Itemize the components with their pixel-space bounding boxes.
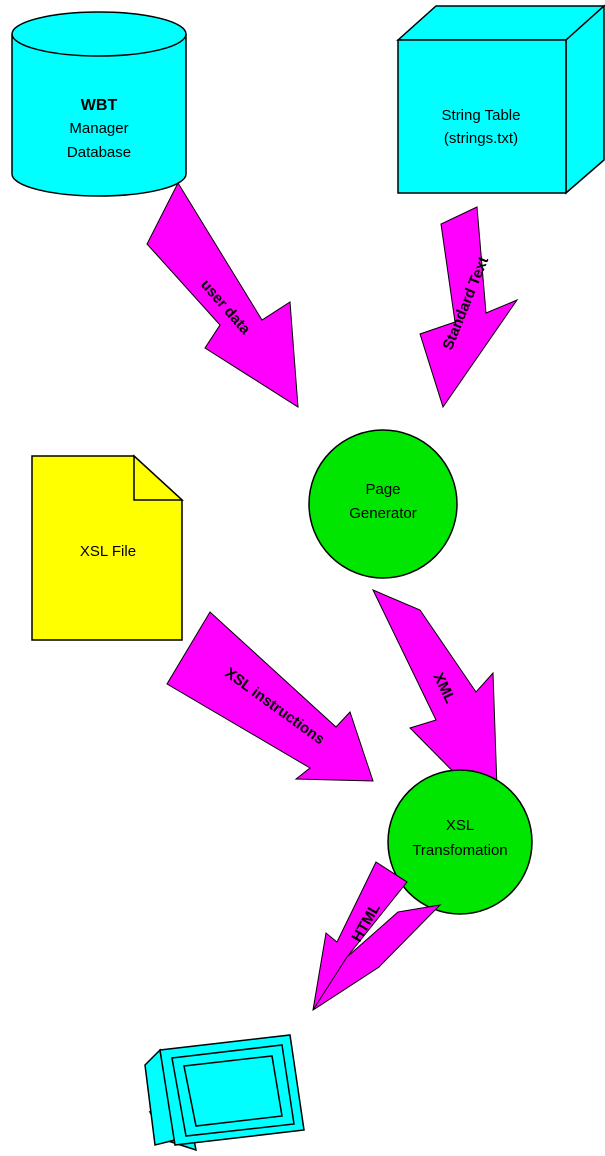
circle-icon: [308, 429, 458, 579]
box-side-face: [565, 4, 605, 195]
cylinder-top: [11, 11, 187, 57]
arrow-xml: XML: [371, 589, 499, 819]
arrow-xsl-instructions-shape: [166, 611, 374, 782]
page-generator-label-line2: Generator: [349, 505, 417, 522]
document-fold: [133, 454, 184, 501]
arrow-html-head: [312, 904, 442, 1011]
page-generator-node: Page Generator: [308, 429, 458, 579]
circle-icon: [387, 769, 533, 915]
database-title: WBT: [81, 97, 118, 114]
arrow-standard-text-shape: [419, 206, 519, 409]
page-generator-label-line1: Page: [365, 481, 400, 498]
arrow-user-data: user data: [146, 181, 299, 408]
arrow-user-data-shape: [146, 181, 299, 408]
string-table-node: String Table (strings.txt): [396, 4, 605, 195]
xsl-transformation-node: XSL Transfomation: [387, 769, 533, 915]
monitor-icon: [144, 1034, 305, 1152]
cylinder-icon: [11, 34, 187, 197]
document-icon: [31, 455, 183, 641]
database-label-line2: Manager: [69, 120, 128, 137]
string-table-label-line2: (strings.txt): [444, 130, 518, 147]
arrow-xsl-instructions: XSL instructions: [166, 611, 374, 782]
database-label-line3: Database: [67, 144, 131, 161]
xsl-file-label: XSL File: [80, 543, 136, 560]
arrow-standard-text: Standard Text: [419, 206, 519, 409]
box-icon: [397, 39, 567, 194]
xsl-transformation-label-line2: Transfomation: [412, 842, 507, 859]
xsl-file-node: XSL File: [31, 454, 184, 641]
xsl-transformation-label-line1: XSL: [446, 817, 474, 834]
arrow-xml-shape: [371, 589, 499, 819]
string-table-label-line1: String Table: [442, 107, 521, 124]
monitor-screen: [183, 1055, 283, 1127]
database-node: WBT Manager Database: [11, 11, 187, 197]
